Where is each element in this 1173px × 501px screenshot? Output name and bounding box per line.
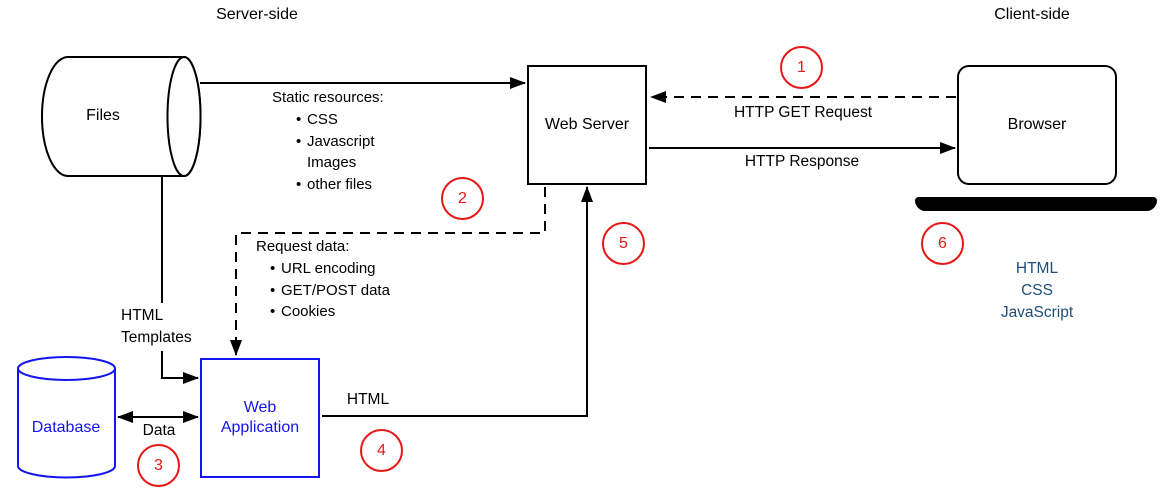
browser-node: Browser [957,65,1117,185]
http-response-label: HTTP Response [744,153,860,170]
web-application-label: Web Application [220,399,300,436]
client-technologies: HTML CSS JavaScript [987,258,1087,324]
step-number: 1 [797,58,806,76]
step-number: 2 [458,189,467,207]
files-node-label: Files [86,107,120,124]
request-data-note: Request data: URL encoding GET/POST data… [256,236,390,323]
client-tech-item: CSS [1021,282,1053,299]
html-templates-label: HTML Templates [119,303,207,351]
step-number: 4 [377,441,386,459]
static-resources-item: CSS [272,109,384,131]
data-label: Data [142,422,176,439]
arrow-request-data [230,187,546,356]
request-data-item: GET/POST data [256,280,390,302]
step-circle-1: 1 [780,46,823,89]
database-cylinder [17,367,116,479]
html-edge-label: HTML [346,391,390,408]
static-resources-note: Static resources: CSS Javascript Images … [272,87,384,196]
web-server-label: Web Server [544,116,630,133]
files-cylinder-cap [166,56,202,177]
request-data-item: Cookies [256,301,390,323]
step-number: 3 [154,456,163,474]
laptop-base-icon [915,197,1157,211]
database-node-label: Database [31,419,101,436]
step-circle-6: 6 [921,222,964,265]
step-circle-5: 5 [602,222,645,265]
client-tech-item: JavaScript [1000,304,1074,321]
step-circle-2: 2 [441,177,484,220]
client-side-label: Client-side [994,6,1070,23]
database-cylinder-top [17,356,116,381]
static-resources-item: Images [307,154,357,172]
step-number: 5 [619,234,628,252]
static-resources-item: Javascript [272,131,384,153]
server-side-label: Server-side [216,6,298,23]
step-circle-4: 4 [360,429,403,472]
step-number: 6 [938,234,947,252]
web-server-node: Web Server [527,65,647,185]
request-data-title: Request data: [256,238,350,255]
browser-label: Browser [1007,116,1067,133]
request-data-item: URL encoding [256,258,390,280]
http-get-request-label: HTTP GET Request [733,104,873,121]
step-circle-3: 3 [137,444,180,487]
static-resources-title: Static resources: [272,89,384,106]
client-tech-item: HTML [1015,260,1059,277]
arrow-html-templates [161,176,199,384]
arrow-html-to-webserver [322,186,593,417]
web-application-node: Web Application [200,358,320,478]
static-resources-item: other files [272,174,384,196]
